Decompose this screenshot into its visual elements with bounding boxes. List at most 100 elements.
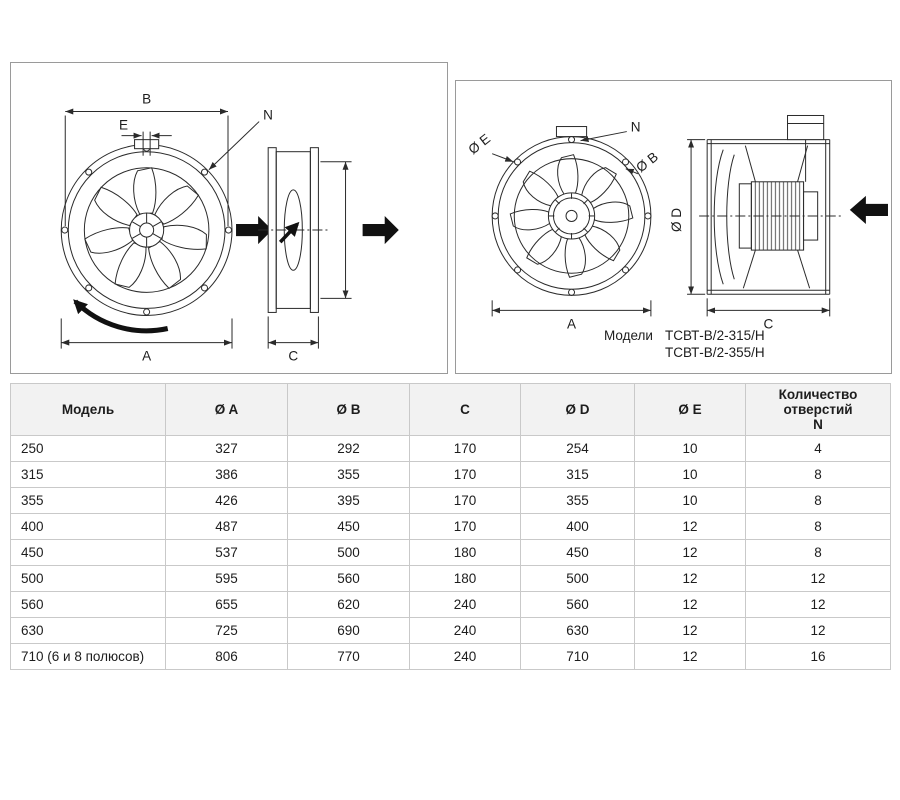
table-cell: 500 xyxy=(287,539,410,566)
table-cell: 450 xyxy=(10,539,166,566)
table-cell: 450 xyxy=(287,513,410,540)
table-cell: 8 xyxy=(745,513,891,540)
table-cell: 355 xyxy=(520,487,635,514)
table-cell: 400 xyxy=(520,513,635,540)
table-cell: 240 xyxy=(409,643,521,670)
table-cell: 170 xyxy=(409,513,521,540)
table-cell: 180 xyxy=(409,565,521,592)
table-cell: 400 xyxy=(10,513,166,540)
col-header-model: Модель xyxy=(10,383,166,436)
table-cell: 355 xyxy=(10,487,166,514)
table-cell: 487 xyxy=(165,513,288,540)
table-cell: 292 xyxy=(287,435,410,462)
table-cell: 254 xyxy=(520,435,635,462)
leader-n xyxy=(208,121,260,171)
rotation-arrow xyxy=(73,299,169,334)
fan-front-view xyxy=(60,139,233,316)
table-cell: 12 xyxy=(745,591,891,618)
models-label: Модели xyxy=(604,328,653,343)
terminal-box xyxy=(787,114,825,141)
table-cell: 595 xyxy=(165,565,288,592)
table-cell: 450 xyxy=(520,539,635,566)
dim-label-c: C xyxy=(288,349,298,364)
table-cell: 655 xyxy=(165,591,288,618)
airflow-arrow-icon xyxy=(236,215,273,245)
table-cell: 725 xyxy=(165,617,288,644)
table-cell: 426 xyxy=(165,487,288,514)
models-caption: Модели ТСВТ-В/2-315/Н ТСВТ-В/2-355/Н xyxy=(604,327,765,361)
leader-oe xyxy=(491,153,514,163)
table-cell: 250 xyxy=(10,435,166,462)
table-cell: 12 xyxy=(634,643,746,670)
table-cell: 12 xyxy=(634,565,746,592)
table-cell: 560 xyxy=(287,565,410,592)
dimension-c xyxy=(706,298,831,317)
dim-label-e: E xyxy=(119,118,128,133)
table-cell: 10 xyxy=(634,487,746,514)
table-cell: 12 xyxy=(745,565,891,592)
right-fan-drawing: Ø E N Ø B A xyxy=(466,114,888,331)
table-cell: 560 xyxy=(10,591,166,618)
table-cell: 500 xyxy=(520,565,635,592)
table-cell: 10 xyxy=(634,461,746,488)
col-header-holes: Количество отверстий N xyxy=(745,383,891,436)
col-header-oe: Ø E xyxy=(634,383,746,436)
table-cell: 806 xyxy=(165,643,288,670)
table-cell: 180 xyxy=(409,539,521,566)
dim-label-od: Ø D xyxy=(669,208,684,232)
dim-label-a: A xyxy=(142,349,152,364)
leader-n xyxy=(580,131,627,143)
table-cell: 8 xyxy=(745,539,891,566)
airflow-arrow-icon xyxy=(849,195,888,224)
mounting-tab xyxy=(134,139,160,150)
mounting-tab xyxy=(555,126,588,138)
airflow-arrow-icon xyxy=(362,215,399,245)
table-cell: 12 xyxy=(634,617,746,644)
table-cell: 537 xyxy=(165,539,288,566)
table-cell: 770 xyxy=(287,643,410,670)
dim-label-b: B xyxy=(142,91,151,106)
table-cell: 8 xyxy=(745,461,891,488)
col-header-od: Ø D xyxy=(520,383,635,436)
right-drawing-panel: Ø E N Ø B A xyxy=(455,80,892,374)
table-cell: 386 xyxy=(165,461,288,488)
dim-label-oe: Ø E xyxy=(466,131,494,157)
dim-label-n: N xyxy=(631,120,641,135)
table-cell: 12 xyxy=(634,513,746,540)
table-cell: 315 xyxy=(10,461,166,488)
table-cell: 240 xyxy=(409,591,521,618)
dimension-a xyxy=(491,300,652,317)
table-cell: 8 xyxy=(745,487,891,514)
table-cell: 240 xyxy=(409,617,521,644)
left-fan-drawing: B E N A xyxy=(60,91,399,364)
dimensions-table: Модель Ø A Ø B C Ø D Ø E Количество отве… xyxy=(10,383,891,670)
left-drawing-panel: B E N A xyxy=(10,62,448,374)
dim-label-n: N xyxy=(263,108,273,123)
table-cell: 620 xyxy=(287,591,410,618)
table-cell: 170 xyxy=(409,461,521,488)
table-cell: 630 xyxy=(520,617,635,644)
table-cell: 10 xyxy=(634,435,746,462)
model-name: ТСВТ-В/2-355/Н xyxy=(664,345,765,360)
table-cell: 12 xyxy=(745,617,891,644)
table-cell: 395 xyxy=(287,487,410,514)
table-cell: 710 (6 и 8 полюсов) xyxy=(10,643,166,670)
dimension-diameter-side xyxy=(320,161,352,299)
motor-side-view xyxy=(699,114,842,295)
table-cell: 327 xyxy=(165,435,288,462)
table-cell: 630 xyxy=(10,617,166,644)
dimension-od xyxy=(687,139,706,295)
col-header-ob: Ø B xyxy=(287,383,410,436)
fan-front-view xyxy=(491,126,652,296)
dimension-a xyxy=(60,318,233,349)
dim-label-c: C xyxy=(764,316,774,331)
table-cell: 12 xyxy=(634,539,746,566)
hub xyxy=(547,192,596,240)
table-cell: 500 xyxy=(10,565,166,592)
